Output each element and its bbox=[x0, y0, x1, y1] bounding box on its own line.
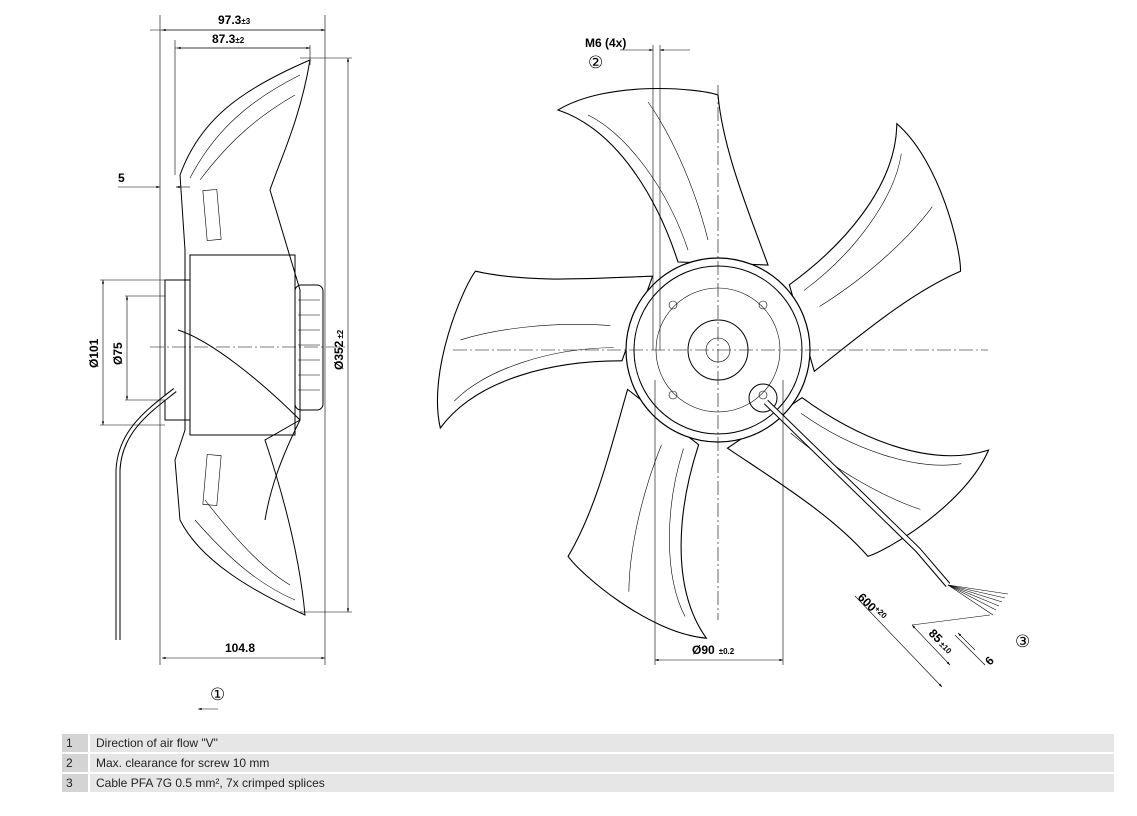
splice-length: 6 bbox=[982, 653, 997, 668]
legend-num: 3 bbox=[62, 774, 88, 792]
legend-text: Direction of air flow "V" bbox=[88, 734, 1114, 752]
legend-text: Max. clearance for screw 10 mm bbox=[88, 754, 1114, 772]
strip-length: 85±10 bbox=[926, 626, 957, 657]
legend-num: 2 bbox=[62, 754, 88, 772]
airflow-marker: ① bbox=[210, 685, 225, 704]
legend-text: Cable PFA 7G 0.5 mm², 7x crimped splices bbox=[88, 774, 1114, 792]
dim-bottom: 104.8 bbox=[225, 641, 255, 655]
blade-profile bbox=[174, 59, 311, 616]
side-view: 97.3±3 87.3±2 5 Ø101 Ø75 Ø352±2 104.8 ① bbox=[87, 13, 352, 711]
technical-drawing: 97.3±3 87.3±2 5 Ø101 Ø75 Ø352±2 104.8 ① bbox=[87, 13, 1030, 711]
screw-label: M6 (4x) bbox=[585, 36, 626, 50]
dim-dia-90: Ø90±0.2 bbox=[692, 643, 735, 657]
front-view bbox=[436, 85, 1009, 639]
screw-marker: ② bbox=[588, 53, 603, 72]
motor-body bbox=[189, 254, 296, 436]
motor-flange bbox=[164, 279, 191, 421]
legend-num: 1 bbox=[62, 734, 88, 752]
cable-marker: ③ bbox=[1015, 632, 1030, 651]
dim-blade-depth: 87.3±2 bbox=[212, 32, 245, 46]
rotor-fins bbox=[294, 284, 324, 411]
fan-blades bbox=[436, 87, 990, 639]
dim-overall-depth: 97.3±3 bbox=[218, 13, 251, 27]
front-dimensions: M6 (4x) ② Ø90±0.2 600+20 85±10 6 ③ bbox=[585, 36, 1030, 688]
dim-offset: 5 bbox=[118, 171, 125, 185]
dim-dia-101: Ø101 bbox=[87, 338, 101, 368]
dim-dia-75: Ø75 bbox=[111, 342, 125, 365]
dim-dia-352: Ø352±2 bbox=[332, 329, 346, 370]
cable-length: 600+20 bbox=[855, 590, 889, 624]
